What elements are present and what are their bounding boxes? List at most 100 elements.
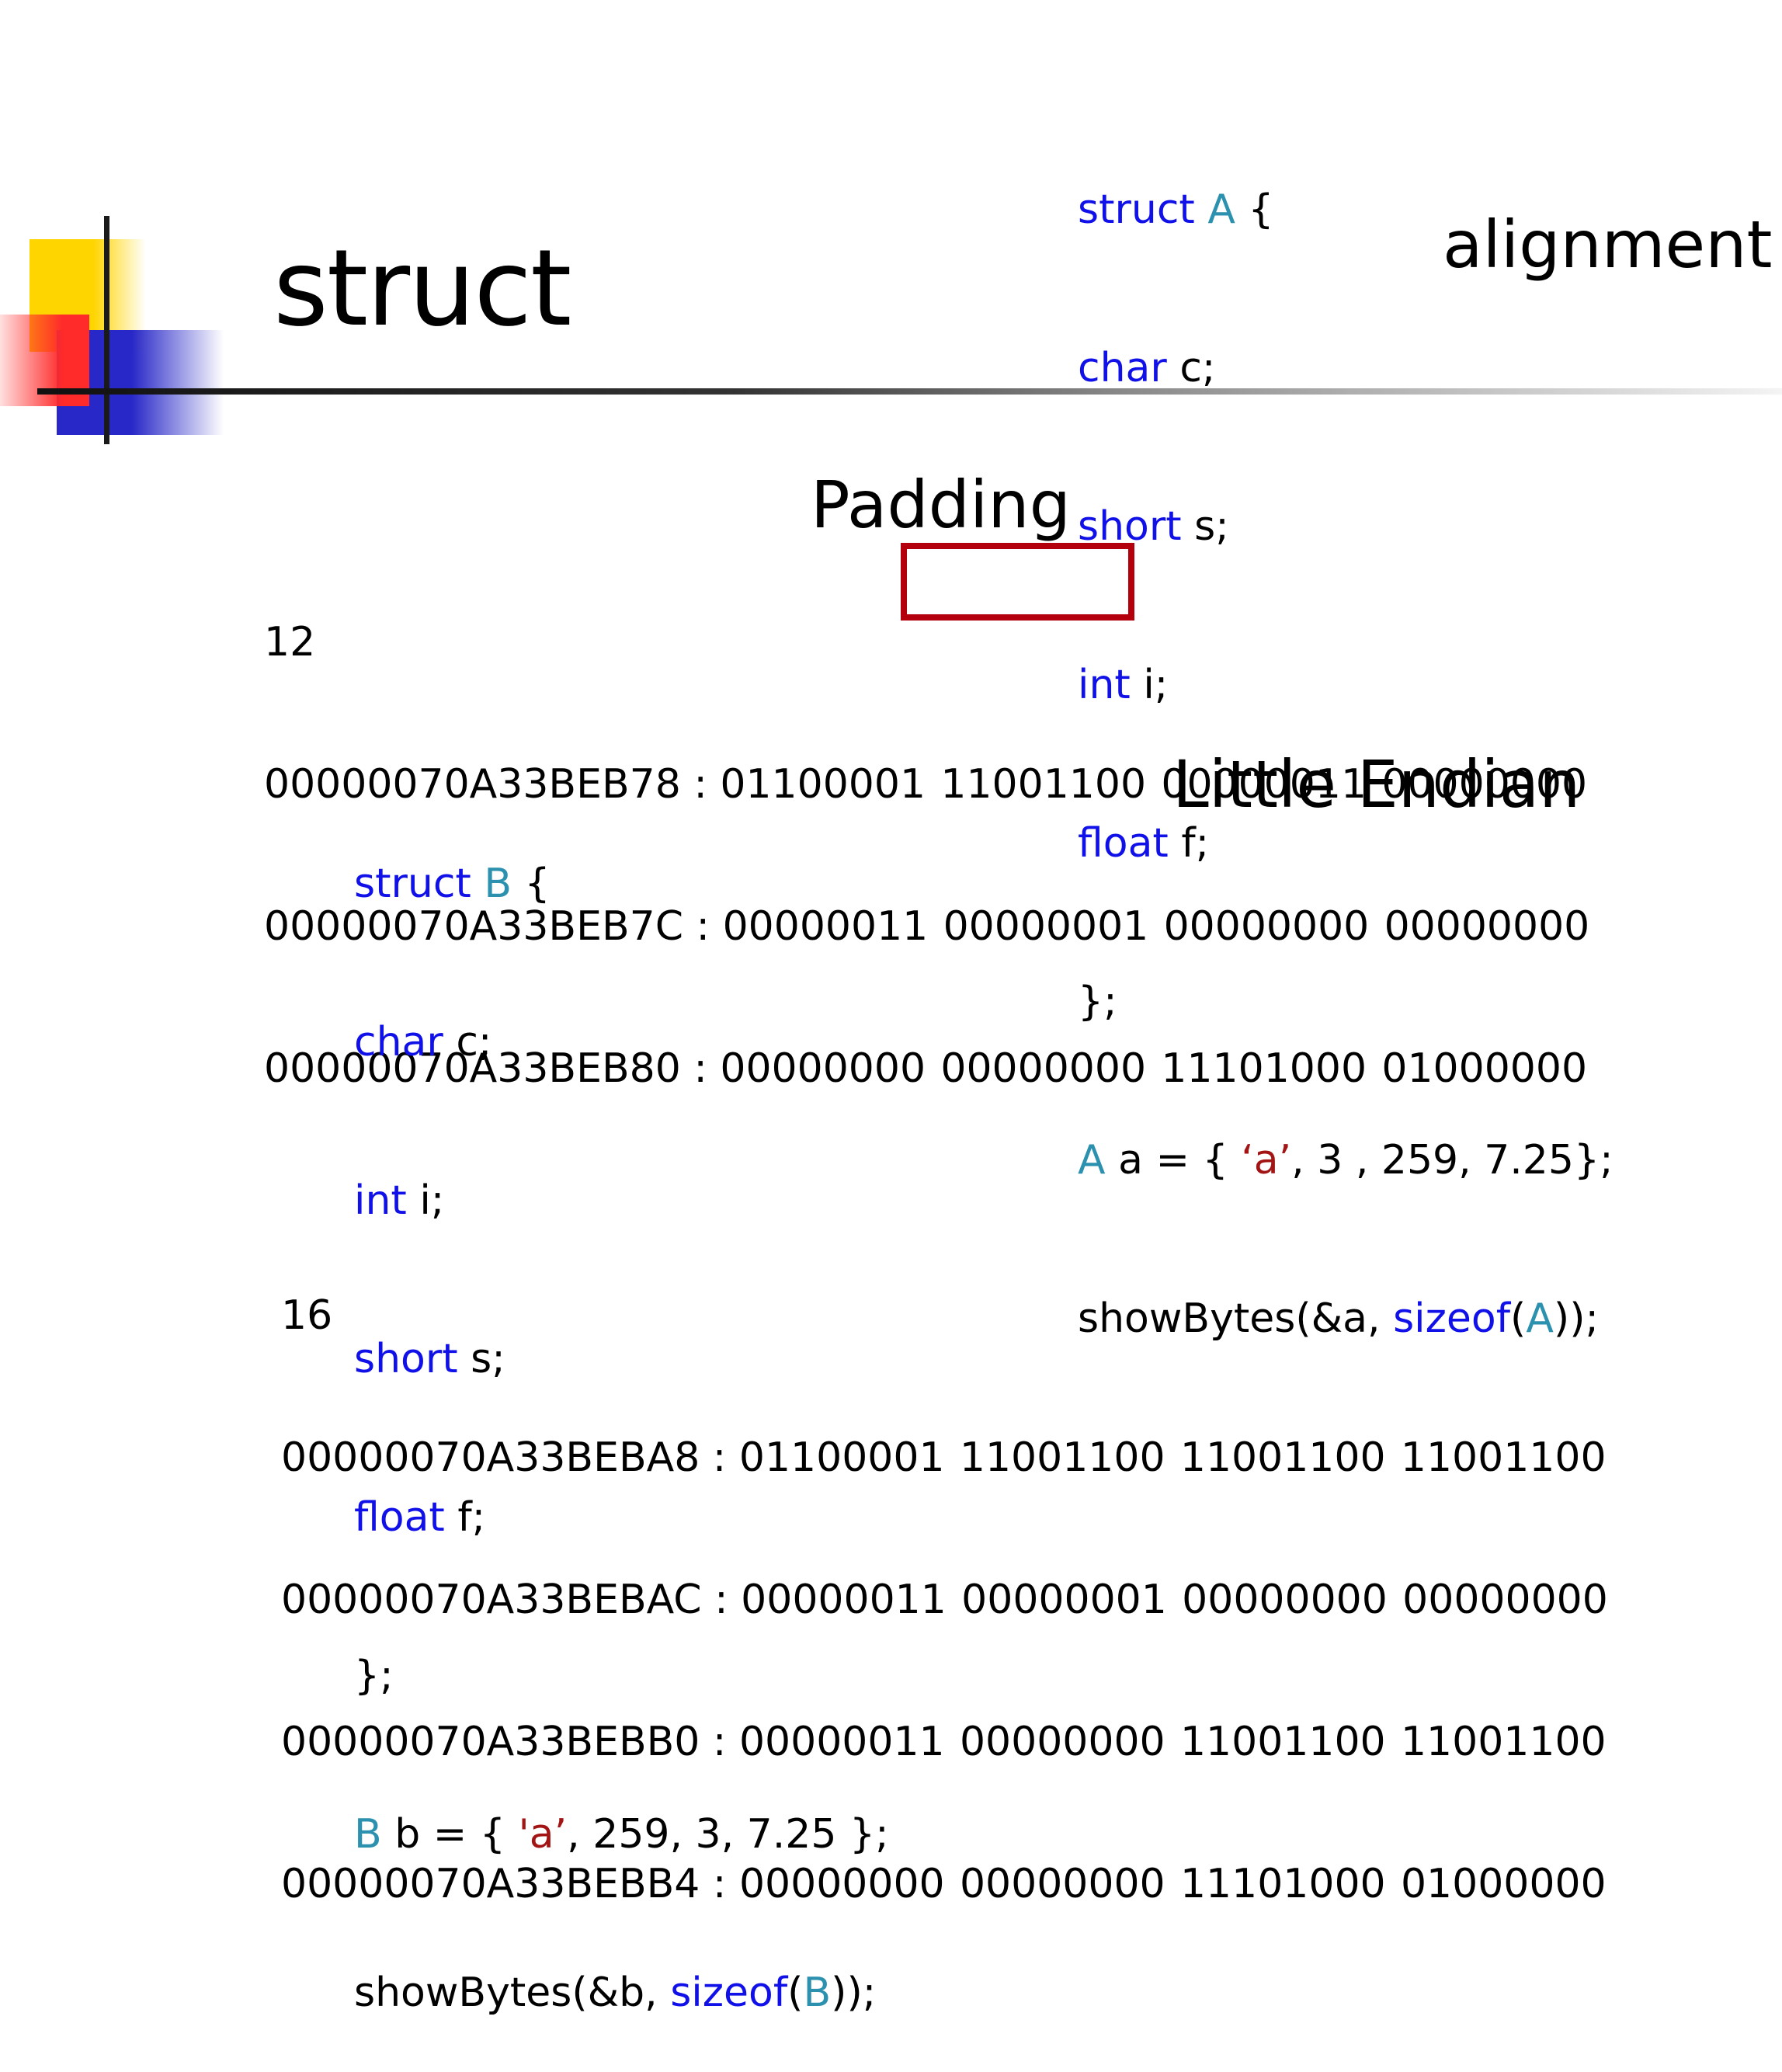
code-keyword: char [354,1019,443,1066]
code-text: )); [831,1969,877,2016]
little-endian-label: Little Endian [1172,746,1581,822]
code-keyword: struct [1078,186,1195,233]
code-text: i; [1130,662,1169,708]
dump-byte: 00000000 [1384,903,1590,950]
dump-byte: 11101000 [1161,1045,1367,1092]
dump-row: 00000070A33BEBB0 : 00000011 00000000 11001… [281,1719,1623,1766]
dump-address: 00000070A33BEBAC : [281,1577,742,1623]
code-line: struct B { [354,857,889,910]
code-text: a = { [1105,1137,1242,1184]
dump-byte: 01100001 [738,1434,945,1481]
dump-byte: 11101000 [1179,1861,1386,1907]
dump-byte: 11001100 [1179,1719,1386,1765]
dump-byte: 00000000 [738,1861,945,1907]
code-line: struct A { [1078,183,1614,236]
code-type-name: A [1078,1137,1106,1184]
code-keyword: int [354,1177,407,1224]
code-text: 16 [281,1292,333,1339]
code-line: }; [1078,979,1117,1025]
dump-byte: 00000000 [720,1045,926,1092]
code-text: )); [1553,1295,1599,1342]
code-text: showBytes(&b, [354,1969,671,2016]
code-line: int i; [354,1174,889,1227]
code-keyword: float [1078,820,1169,867]
alignment-label: alignment [1443,207,1773,283]
code-text: , 3 , 259, 7.25}; [1291,1137,1614,1184]
code-line: short s; [1078,500,1614,553]
code-line: showBytes(&a, sizeof(A)); [1078,1292,1614,1345]
code-char-literal: ‘a’ [1241,1137,1292,1184]
code-line: short s; [354,1333,889,1385]
dump-address: 00000070A33BEBA8 : [281,1434,739,1481]
code-text: ( [1510,1295,1527,1342]
code-text: i; [406,1177,445,1224]
dump-byte: 01000000 [1400,1861,1607,1907]
dump-byte: 00000011 [722,903,929,950]
code-type-name: B [803,1969,832,2016]
struct-a-code: struct A { char c; short s; int i; float… [1078,78,1614,1398]
code-line: showBytes(&b, sizeof(B)); [354,1966,889,2019]
code-text: s; [1181,503,1229,550]
dump-byte: 00000000 [1182,1577,1388,1623]
dump-byte: 11001100 [1400,1434,1607,1481]
dump-address: 00000070A33BEB78 : [264,761,721,808]
code-keyword: sizeof [670,1969,788,2016]
dump-row: 00000070A33BEB78 : 01100001 11001100 00000… [264,761,1605,808]
code-text: c; [443,1019,492,1066]
dump-byte: 00000000 [1381,761,1588,808]
dump-address: 00000070A33BEBB4 : [281,1861,739,1907]
code-text: ( [787,1969,804,2016]
code-line: float f; [1078,817,1614,870]
padding-highlight-box [901,543,1134,621]
code-keyword: struct [354,860,471,907]
code-line: int i; [1078,659,1614,711]
dump-byte: 00000000 [959,1861,1165,1907]
dump-size: 12 [264,619,1605,666]
code-text: 12 [264,619,316,666]
logo-vertical-line [104,216,109,444]
code-keyword: sizeof [1393,1295,1511,1342]
dump-byte: 01000000 [1381,1045,1588,1092]
dump-byte: 11001100 [1179,1434,1386,1481]
title-underline [37,388,1782,395]
dump-row: 00000070A33BEBA8 : 01100001 11001100 11001… [281,1434,1623,1482]
slide-title: struct [273,228,571,350]
dump-byte: 00000000 [959,1719,1165,1765]
code-text: showBytes(&a, [1078,1295,1394,1342]
dump-address: 00000070A33BEB80 : [264,1045,721,1092]
dump-byte: 00000011 [1161,761,1367,808]
dump-byte: 00000011 [741,1577,947,1623]
code-keyword: short [1078,503,1182,550]
code-text: { [1235,186,1274,233]
dump-byte: 11001100 [1400,1719,1607,1765]
dump-address: 00000070A33BEB7C : [264,903,723,950]
code-keyword: char [1078,345,1167,391]
code-line: char c; [1078,342,1614,395]
code-type-name: A [1526,1295,1554,1342]
memory-dump-b: 16 00000070A33BEBA8 : 01100001 11001100 11… [281,1198,1623,1956]
dump-address: 00000070A33BEBB0 : [281,1719,739,1765]
dump-byte: 00000011 [738,1719,945,1765]
code-text: { [512,860,551,907]
dump-byte: 11001100 [940,761,1147,808]
dump-size: 16 [281,1292,1623,1340]
code-keyword: short [354,1336,458,1382]
dump-row: 00000070A33BEB7C : 00000011 00000001 00000… [264,903,1605,951]
code-keyword: int [1078,662,1131,708]
dump-byte: 00000001 [943,903,1149,950]
dump-row: 00000070A33BEB80 : 00000000 00000000 11101… [264,1045,1605,1093]
padding-label: Padding [811,467,1071,543]
code-line: char c; [354,1016,889,1069]
dump-byte: 11001100 [959,1434,1165,1481]
dump-byte: 01100001 [720,761,926,808]
dump-byte: 00000000 [1163,903,1370,950]
code-type-name: A [1207,186,1235,233]
code-text: f; [1168,820,1210,867]
code-text: s; [457,1336,505,1382]
dump-byte: 00000000 [1402,1577,1608,1623]
dump-byte: 00000000 [940,1045,1147,1092]
code-text: c; [1166,345,1216,391]
code-type-name: B [484,860,512,907]
